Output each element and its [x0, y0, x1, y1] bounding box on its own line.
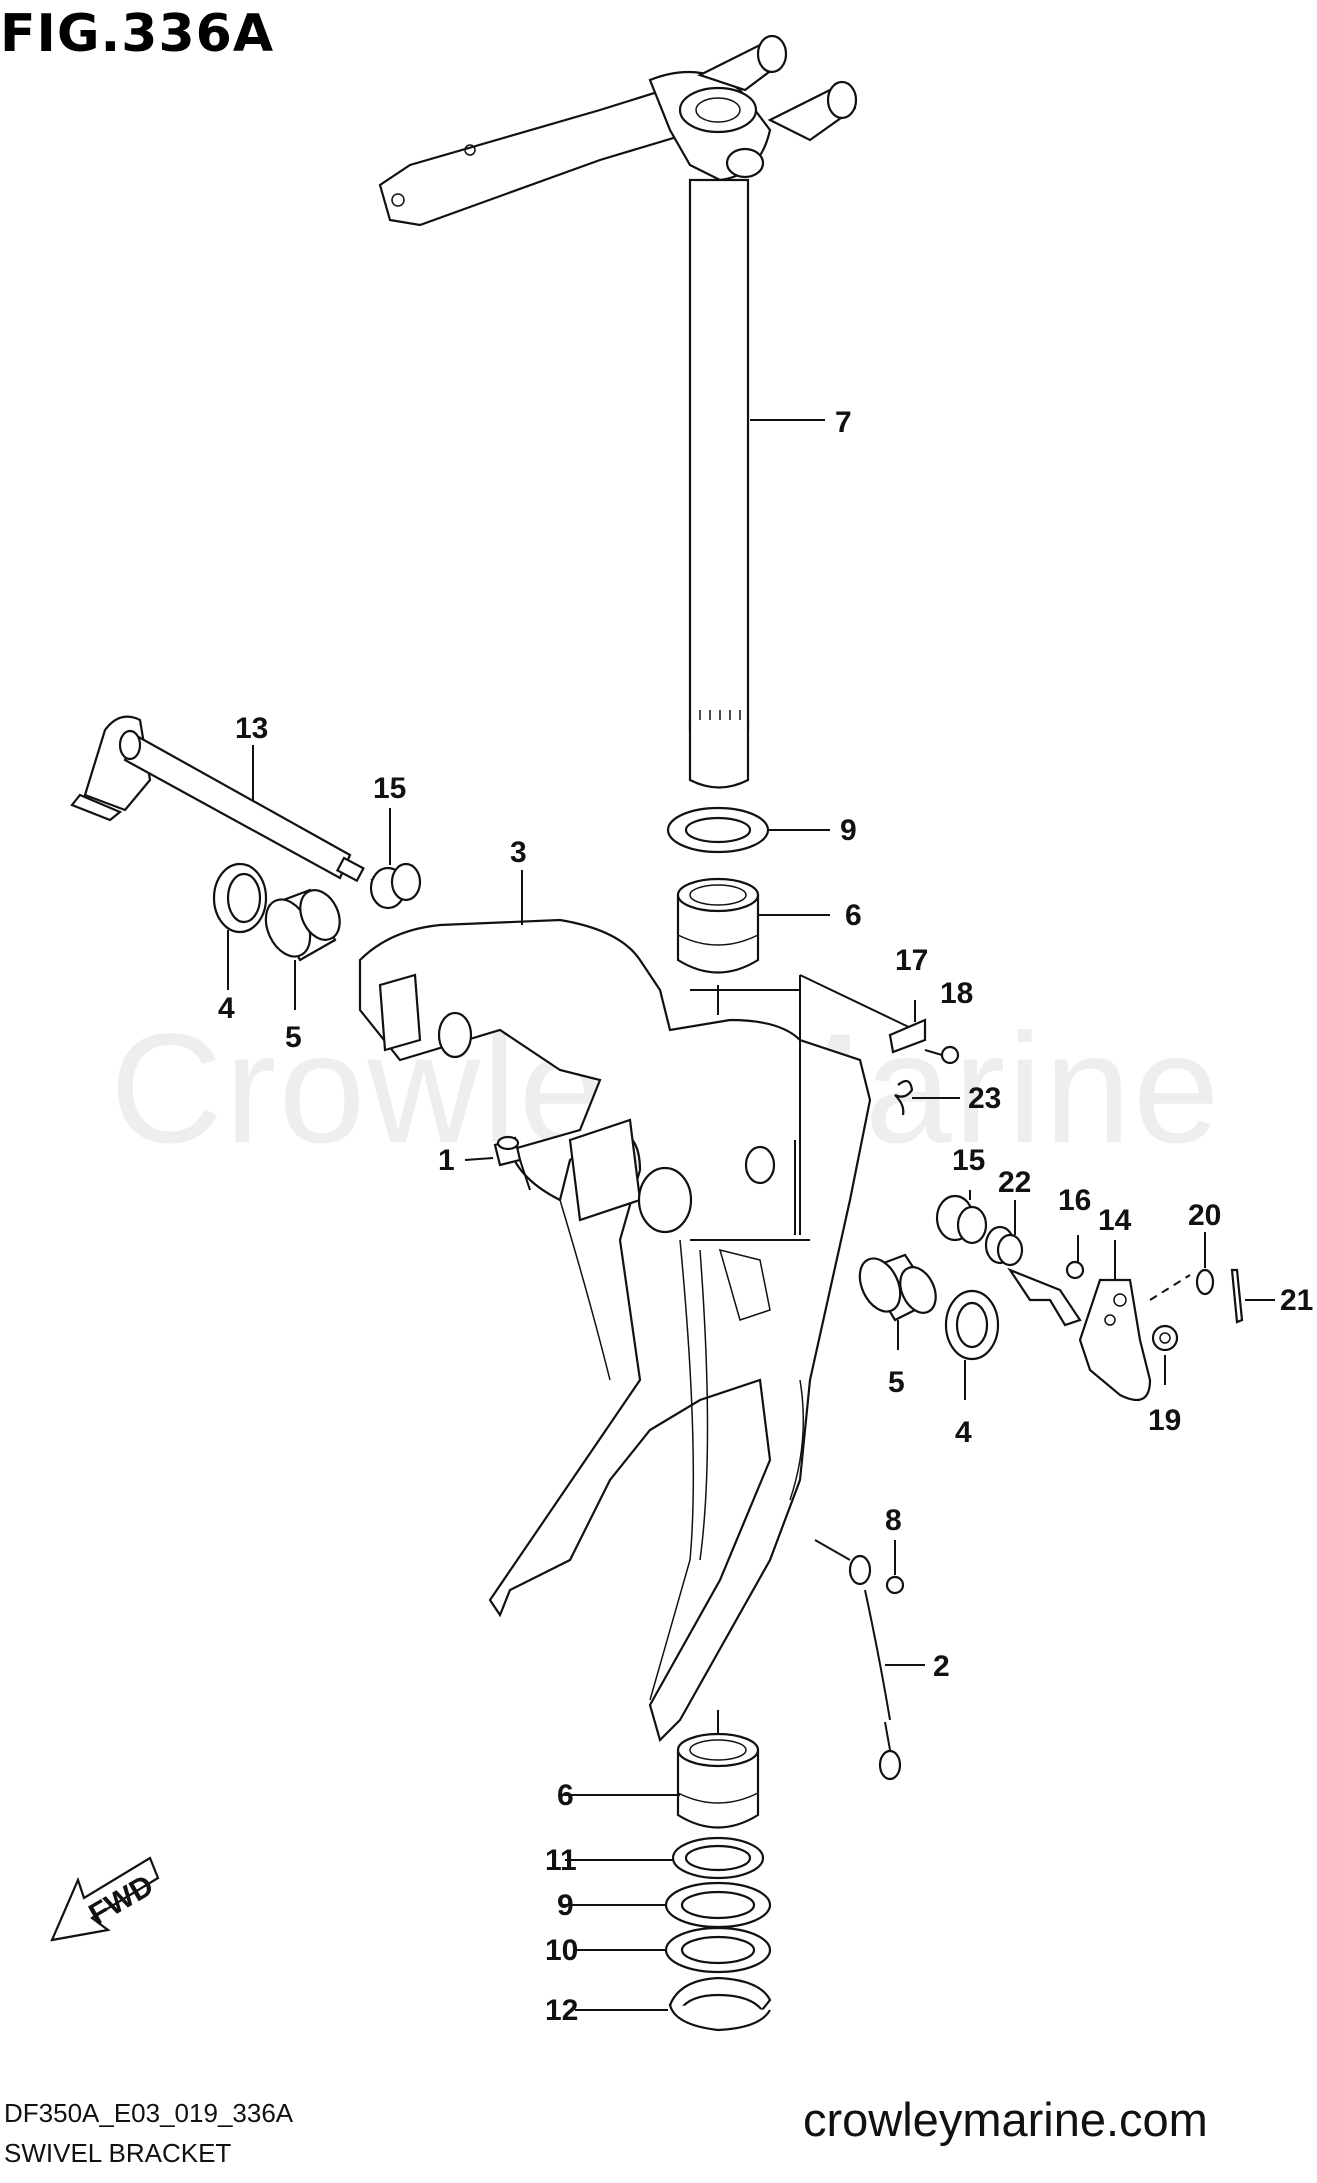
section-name: SWIVEL BRACKET [4, 2138, 232, 2168]
website-url: crowleymarine.com [803, 2093, 1208, 2146]
callout-17: 17 [895, 944, 928, 977]
part-10-washer [575, 1926, 772, 1974]
part-19-nut [1151, 1324, 1179, 1385]
part-12-snap-ring [575, 1976, 772, 2032]
callout-22: 22 [998, 1166, 1031, 1199]
part-8-screw [885, 1540, 905, 1595]
callout-15-left: 15 [373, 772, 406, 805]
part-5-bushing-left [264, 888, 341, 1010]
callout-labels: 7 9 6 13 15 3 4 5 1 17 18 23 15 22 16 14… [218, 406, 1313, 2027]
callout-16: 16 [1058, 1184, 1091, 1217]
part-6-bushing-lower [560, 1710, 760, 1829]
fwd-direction-arrow-icon: FWD [50, 1856, 160, 1942]
callout-5-right: 5 [888, 1366, 905, 1399]
callout-4-left: 4 [218, 992, 235, 1025]
callout-13: 13 [235, 712, 268, 745]
callout-8: 8 [885, 1504, 902, 1537]
callout-9-upper: 9 [840, 814, 857, 847]
callout-7: 7 [835, 406, 852, 439]
callout-6-upper: 6 [845, 899, 862, 932]
part-9-washer-lower [560, 1881, 772, 1929]
callout-20: 20 [1188, 1199, 1221, 1232]
part-7-steering-shaft [378, 34, 858, 789]
callout-15-right: 15 [952, 1144, 985, 1177]
callout-18: 18 [940, 977, 973, 1010]
callout-10: 10 [545, 1934, 578, 1967]
figure-title: FIG.336A [0, 4, 275, 64]
callout-19: 19 [1148, 1404, 1181, 1437]
model-code: DF350A_E03_019_336A [4, 2098, 294, 2128]
part-1-grease-nipple [464, 1135, 531, 1191]
part-20-washer [1195, 1232, 1215, 1296]
callout-1: 1 [438, 1144, 455, 1177]
part-18-screw [924, 1045, 960, 1065]
part-21-cotter-pin [1230, 1268, 1275, 1324]
part-5-bushing-right [858, 1253, 937, 1350]
part-22-spring [984, 1200, 1024, 1267]
part-3-swivel-bracket [358, 870, 916, 1743]
part-17-plate [888, 1000, 927, 1054]
callout-3: 3 [510, 836, 527, 869]
part-6-bushing-upper [676, 877, 830, 1015]
part-11-washer [565, 1836, 765, 1880]
callout-6-lower: 6 [557, 1779, 574, 1812]
part-4-washer-right [944, 1289, 1000, 1400]
callout-2: 2 [933, 1650, 950, 1683]
callout-4-right: 4 [955, 1416, 972, 1449]
callout-11: 11 [545, 1844, 577, 1877]
callout-5-left: 5 [285, 1021, 302, 1054]
callout-12: 12 [545, 1994, 578, 2027]
part-9-washer-upper [666, 806, 830, 854]
part-15-bushing-left [369, 808, 422, 910]
part-15-bushing-right [935, 1190, 988, 1245]
callout-9-lower: 9 [557, 1889, 574, 1922]
callout-23: 23 [968, 1082, 1001, 1115]
part-23-spring [894, 1079, 960, 1116]
part-16-bolt [1007, 1235, 1085, 1327]
part-13-rod [70, 715, 365, 883]
part-14-lever [1078, 1240, 1191, 1402]
callout-14: 14 [1098, 1204, 1132, 1237]
part-4-washer-left [212, 862, 268, 990]
callout-21: 21 [1280, 1284, 1313, 1317]
part-2-ground-wire [814, 1539, 925, 1781]
